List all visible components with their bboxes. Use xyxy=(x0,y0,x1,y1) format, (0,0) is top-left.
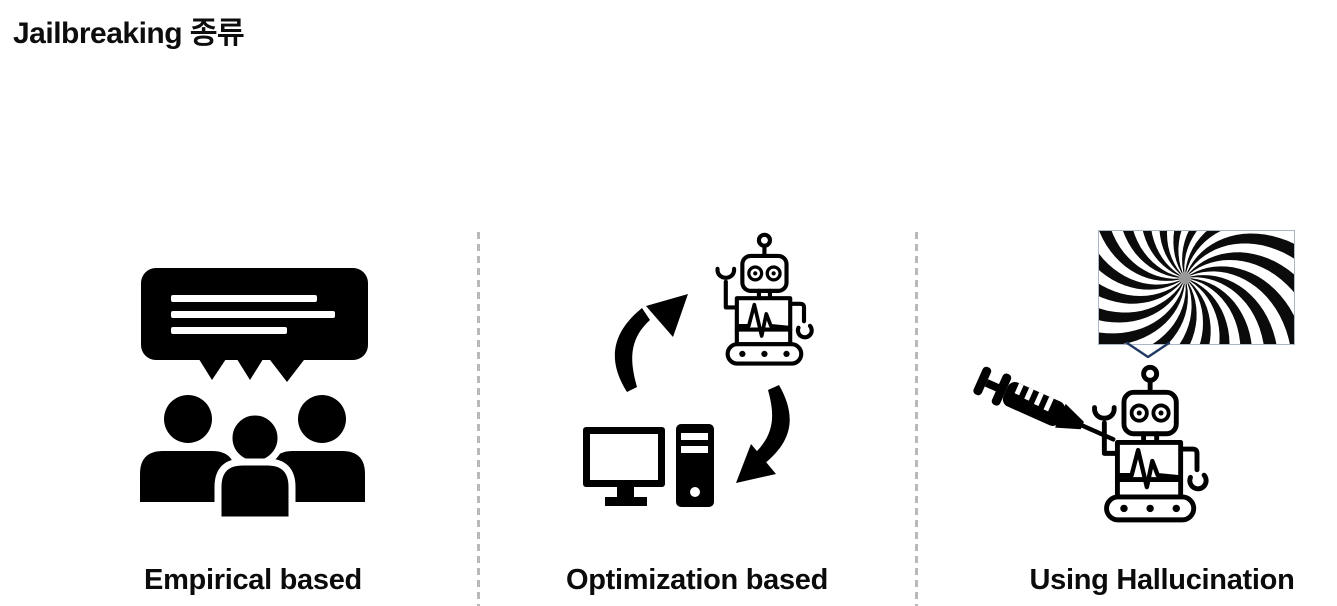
column-divider-right xyxy=(915,232,918,606)
computer-robot-cycle-icon xyxy=(583,230,830,507)
group-discussion-icon xyxy=(140,268,368,520)
syringe-robot-icon xyxy=(973,362,1230,547)
page-title: Jailbreaking 종류 xyxy=(13,17,245,50)
column-label-hallucination: Using Hallucination xyxy=(1029,564,1295,596)
down-pointer-line xyxy=(1125,341,1171,359)
arrow-up-icon xyxy=(614,294,688,392)
column-label-empirical: Empirical based xyxy=(144,564,362,596)
arrow-down-icon xyxy=(736,385,790,483)
robot-icon xyxy=(717,235,811,364)
desktop-computer-icon xyxy=(583,424,714,507)
column-label-optimization: Optimization based xyxy=(565,564,829,596)
three-people-icon xyxy=(140,395,365,520)
speech-bubble-icon xyxy=(141,268,368,382)
syringe-icon xyxy=(973,366,1116,442)
robot-icon xyxy=(1095,367,1207,520)
spiral-illusion-image xyxy=(1098,230,1295,345)
column-divider-left xyxy=(477,232,480,606)
down-pointer-icon xyxy=(1125,341,1171,359)
spiral-illusion-graphic xyxy=(1099,231,1294,344)
